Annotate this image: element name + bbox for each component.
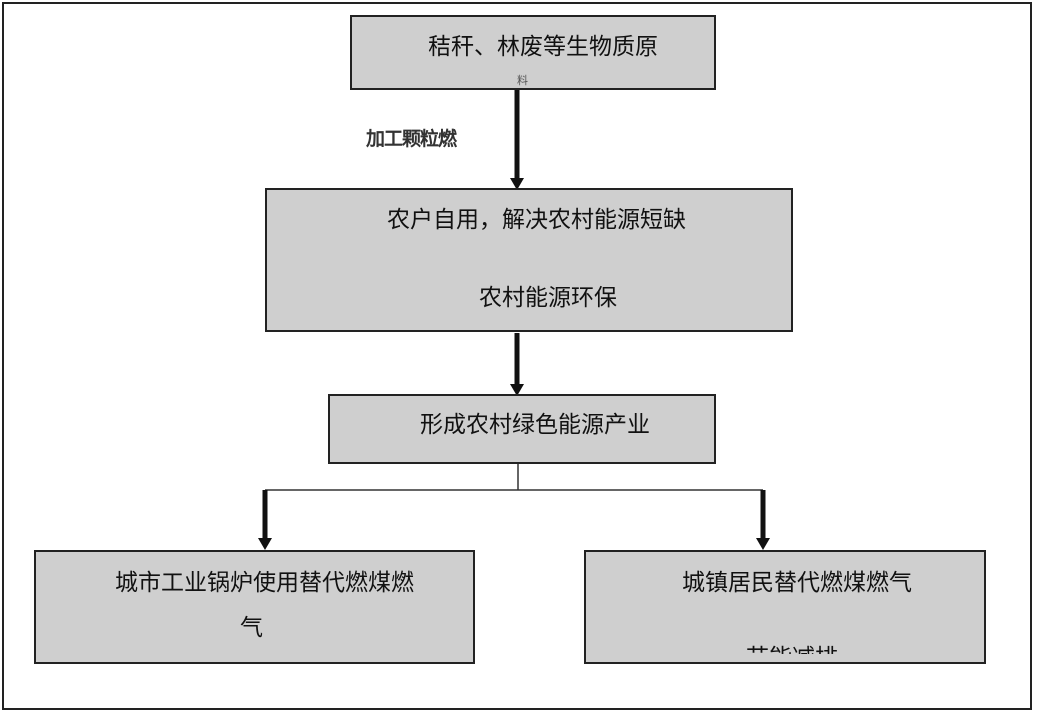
arrowhead-use-to-industry	[510, 384, 524, 396]
node-industrial-boilers-line2: 气	[240, 615, 263, 641]
node-town-residents: 城镇居民替代燃煤燃气 节能减排	[584, 550, 986, 664]
node-farmer-use: 农户自用，解决农村能源短缺 农村能源环保	[265, 188, 793, 332]
node-green-industry: 形成农村绿色能源产业	[328, 394, 716, 464]
node-town-residents-clip: 节能减排	[746, 644, 906, 654]
node-industrial-boilers: 城市工业锅炉使用替代燃煤燃 气	[34, 550, 475, 664]
arrowhead-to-right	[756, 538, 770, 550]
node-farmer-use-line1: 农户自用，解决农村能源短缺	[387, 207, 686, 233]
edge-label-process: 加工颗粒燃	[366, 128, 457, 150]
node-source: 秸秆、林废等生物质原 料	[350, 15, 716, 90]
node-town-residents-line2: 节能减排	[746, 644, 838, 654]
node-source-line1: 秸秆、林废等生物质原	[428, 34, 658, 60]
node-source-line2: 料	[517, 74, 528, 87]
arrowhead-to-left	[258, 538, 272, 550]
node-town-residents-line1: 城镇居民替代燃煤燃气	[682, 570, 912, 596]
arrowhead-source-to-use	[510, 178, 524, 190]
node-farmer-use-line2: 农村能源环保	[479, 285, 617, 311]
node-industrial-boilers-line1: 城市工业锅炉使用替代燃煤燃	[115, 570, 414, 596]
node-green-industry-line1: 形成农村绿色能源产业	[420, 412, 650, 438]
